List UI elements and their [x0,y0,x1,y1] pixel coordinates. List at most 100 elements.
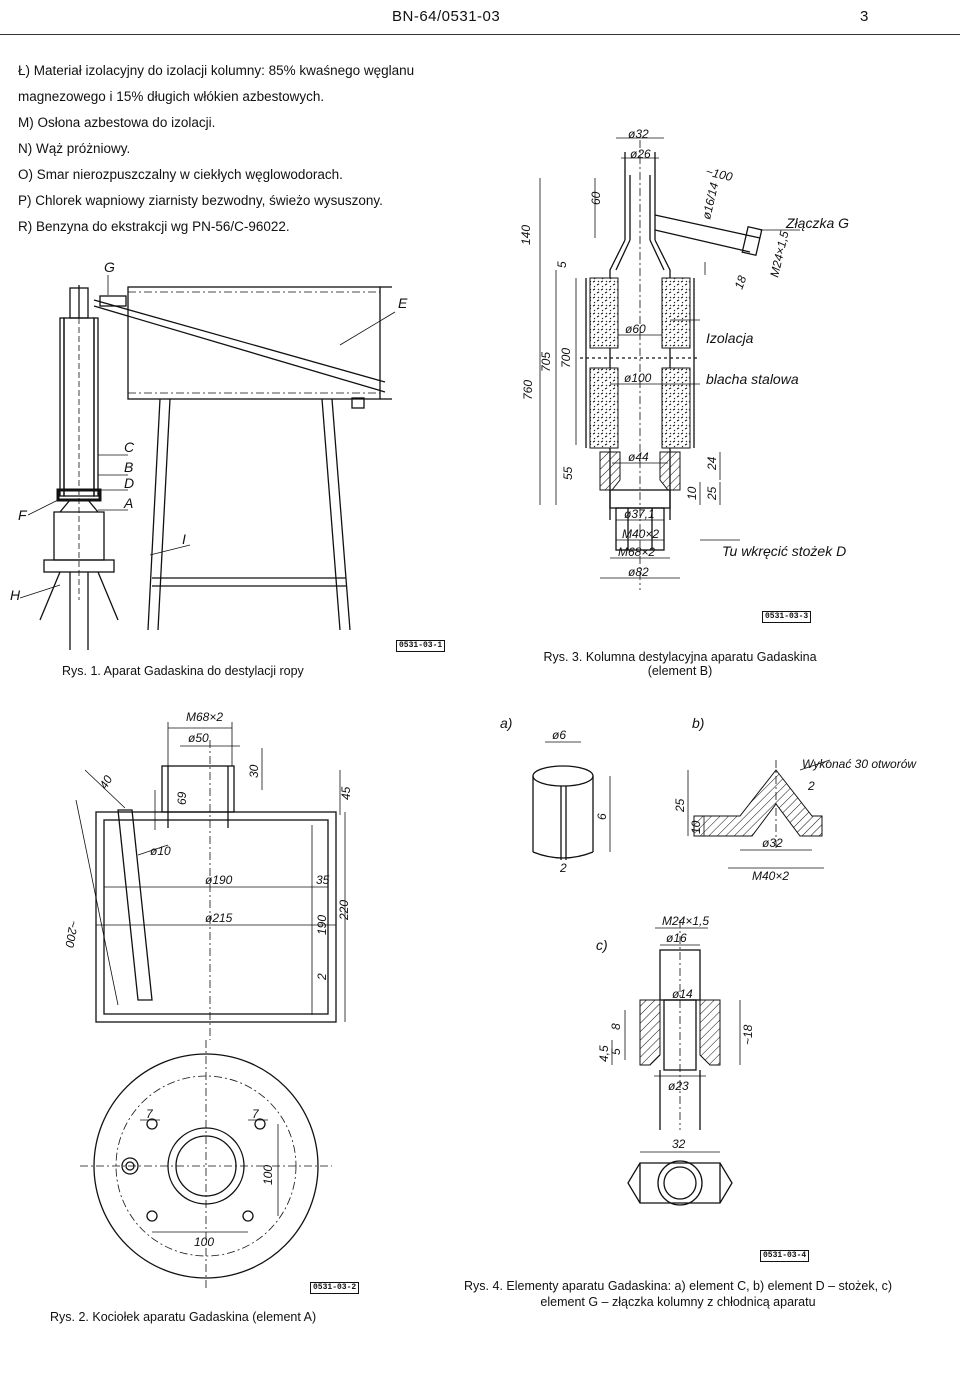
fig3-note-stozek: Tu wkręcić stożek D [722,543,846,559]
fig2-dim-h220: 220 [337,900,351,921]
fig2-dim-w7a: 7 [146,1107,154,1121]
list-item: R) Benzyna do ekstrakcji wg PN-56/C-9602… [18,219,290,234]
fig4-dim-h5: 5 [609,1048,623,1055]
materials-list: Ł) Materiał izolacyjny do izolacji kolum… [18,58,448,240]
fig4-dim-h10: 10 [689,820,703,834]
fig2-dim-w100: 100 [194,1235,214,1249]
fig1-label-d: D [124,475,134,491]
fig3-dim-h60: 60 [589,191,603,205]
fig2-caption: Rys. 2. Kociołek aparatu Gadaskina (elem… [50,1310,317,1324]
fig2-dim-d10: ø10 [150,844,171,858]
fig1-tag: 0531-03-1 [396,640,446,652]
fig2-dim-h100: 100 [261,1165,275,1185]
doc-code: BN-64/0531-03 [392,8,501,25]
fig2-tag: 0531-03-2 [310,1282,360,1294]
fig2-kettle-section [75,722,346,1040]
fig4-dim-w32: 32 [672,1137,686,1151]
fig2-dim-d190: ø190 [205,873,233,887]
fig1-label-g: G [104,259,115,275]
fig1-label-h: H [10,587,21,603]
fig3-note-blacha: blacha stalowa [706,371,799,387]
fig2-kettle-plan [80,1040,332,1290]
fig2-dim-d50: ø50 [188,731,209,745]
fig4-dim-w2: 2 [559,861,567,875]
fig3-column-section [580,140,763,590]
fig4-dim-d16: ø16 [666,931,687,945]
fig3-dim-h55: 55 [561,466,575,480]
fig4-dim-h25: 25 [673,798,687,813]
fig4-dim-d14: ø14 [672,987,693,1001]
fig3-dim-d16: ø16/14 [699,181,721,221]
page-number: 3 [860,8,869,25]
fig2-dim-w7b: 7 [252,1107,260,1121]
fig4b-element-d [687,759,831,869]
fig2-dim-h45: 45 [339,786,353,800]
fig1-leaders [19,275,396,599]
fig1-caption: Rys. 1. Aparat Gadaskina do destylacji r… [62,664,304,678]
fig3-dim-h705: 705 [539,352,553,372]
fig3-note-izolacja: Izolacja [706,330,754,346]
list-item: Ł) Materiał izolacyjny do izolacji kolum… [18,63,415,104]
fig3-dim-h24: 24 [705,456,719,471]
fig3-dim-h10: 10 [685,486,699,500]
fig1-column [39,285,119,650]
fig1-condenser [93,286,392,409]
fig4-dim-d6: ø6 [552,728,566,742]
fig3-dim-h140: 140 [519,225,533,245]
fig1-label-i: I [182,531,186,547]
fig2-dim-h30: 30 [247,764,261,778]
fig2-dim-thread: M68×2 [186,710,223,724]
fig4-dim-d23: ø23 [668,1079,689,1093]
list-item: M) Osłona azbestowa do izolacji. [18,115,216,130]
fig3-dim-a100: ~100 [704,164,734,184]
fig4-sub-b: b) [692,715,704,731]
fig3-dim-h5: 5 [555,261,569,268]
fig1-label-c: C [124,439,135,455]
fig4-dim-d32: ø32 [762,836,783,850]
fig1-label-b: B [124,459,133,475]
fig3-dim-m40: M40×2 [622,527,659,541]
fig2-dim-d215: ø215 [205,911,233,925]
fig3-note-zlaczka: Złączka G [785,215,849,231]
fig4-dim-h6: 6 [595,813,609,820]
fig4-sub-c: c) [596,937,608,953]
fig4-dim-h8: 8 [609,1023,623,1030]
header-rule [0,34,960,35]
fig2-dim-h69: 69 [175,791,189,805]
fig4-tag: 0531-03-4 [760,1250,810,1262]
fig3-dim-d44: ø44 [628,450,649,464]
fig4-dim-note: Wykonać 30 otworów [802,757,917,771]
fig2-dim-h2: 2 [315,973,329,981]
fig4a-element-c [532,741,611,860]
fig4-sub-a: a) [500,715,512,731]
fig3-dimension-lines [539,137,800,579]
fig4-dim-h18: ~18 [741,1024,755,1045]
list-item: N) Wąż próżniowy. [18,141,131,156]
list-item: P) Chlorek wapniowy ziarnisty bezwodny, … [18,193,383,208]
fig1-stand [147,398,351,631]
fig1-label-a: A [123,495,133,511]
fig3-dim-h760: 760 [521,380,535,400]
fig3-dim-h25: 25 [705,486,719,501]
fig3-dim-h18: 18 [732,273,750,291]
fig3-dim-h700: 700 [559,348,573,368]
fig4-dim-m40: M40×2 [752,869,789,883]
fig3-dim-d60: ø60 [625,322,646,336]
fig4-dim-h45: 4,5 [597,1045,611,1062]
fig4c-element-g [611,920,741,1206]
fig4-caption: Rys. 4. Elementy aparatu Gadaskina: a) e… [464,1279,892,1309]
fig2-dim-h40: 40 [96,773,115,792]
fig3-dim-d32: ø32 [628,127,649,141]
fig2-dim-h200: ~200 [62,919,81,948]
fig3-dim-m68: M68×2 [618,545,655,559]
fig3-dim-thread24: M24×1,5 [767,229,791,278]
fig4-dim-a2: 2 [807,779,815,793]
fig2-dim-h190: 190 [315,915,329,935]
fig1-label-e: E [398,295,408,311]
list-item: O) Smar nierozpuszczalny w ciekłych węgl… [18,167,343,182]
fig3-dim-d100: ø100 [624,371,652,385]
fig1-label-f: F [18,507,28,523]
fig4-dim-m24: M24×1,5 [662,914,709,928]
fig3-tag: 0531-03-3 [762,611,812,623]
